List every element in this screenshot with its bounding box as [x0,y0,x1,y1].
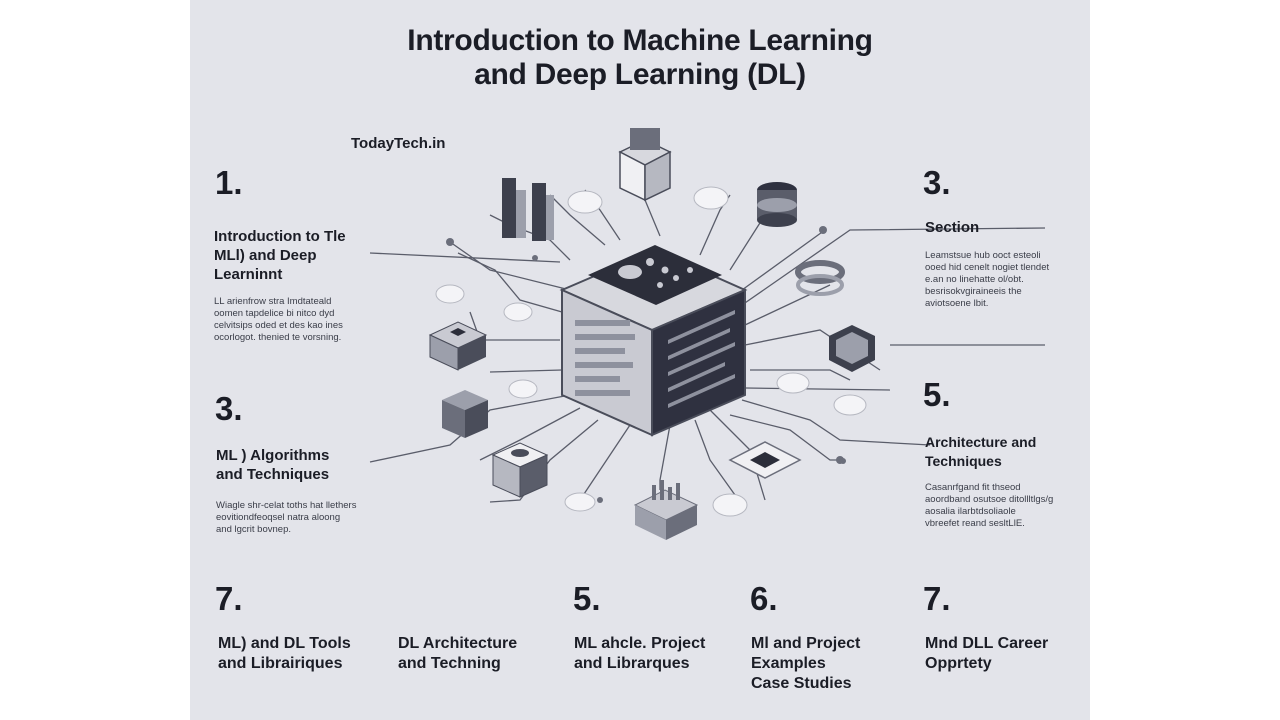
connector-line [369,252,561,263]
connector-line [694,419,736,496]
connector-line [729,414,840,461]
small-node-circles [435,186,867,517]
connector-line [489,214,571,261]
section-body: LL arienfrow stra Imdtateald oomen tapde… [214,296,343,343]
central-cube-icon [559,245,748,437]
section-number: 3. [215,390,243,427]
section-number: 6. [750,580,778,617]
section-heading: Architecture and Techniques [925,434,1037,469]
ml-dl-network-diagram [369,128,1046,540]
section-heading: Mnd DLL Career Opprtety [925,635,1049,672]
connector-dots [446,226,846,503]
chip-icon [728,441,802,479]
section-number: 5. [573,580,601,617]
section-heading: Introduction to Tle MLl) and Deep Learni… [214,228,346,283]
connector-line [741,399,931,446]
cube-stack-icon [618,128,672,202]
connector-line [549,194,606,246]
connector-line [745,387,891,391]
section-number: 7. [923,580,951,617]
connector-line [449,241,571,291]
small-cube-icon [442,390,488,438]
database-icon [757,182,797,227]
hexagon-icon [829,325,875,372]
connector-line [741,227,1046,306]
section-number: 1. [215,164,243,201]
ring-icon [795,260,845,296]
section-heading: ML) and DL Tools and Librairiques [218,635,351,672]
section-number: 5. [923,376,951,413]
box-icon [428,321,488,371]
brand-label: TodayTech.in [351,135,446,152]
section-body: Leamstsue hub ooct esteoli ooed hid cene… [925,250,1050,309]
pillar-icon [502,178,554,241]
connector-line [579,424,631,501]
section-heading: Section [925,219,980,236]
title-line-1: Introduction to Machine Learning [407,24,873,57]
section-heading: ML ) Algorithms and Techniques [216,447,330,483]
section-heading: Ml and Project Examples Case Studies [751,635,861,692]
connector-line [489,369,563,373]
infographic-canvas: Introduction to Machine Learning and Dee… [190,0,1090,720]
section-number: 7. [215,580,243,617]
section-body: Casanrfgand fit thseod aoordband osutsoe… [925,482,1054,529]
chart-block-icon [633,480,699,540]
connector-line [750,369,851,381]
title-line-2: and Deep Learning (DL) [474,58,806,91]
connector-line [457,252,563,313]
server-icon [491,442,549,498]
connector-line [741,229,826,291]
connector-line [479,407,581,461]
section-heading: ML ahcle. Project and Librarques [574,635,706,672]
section-heading: DL Architecture and Techning [398,635,518,672]
connector-line [744,284,831,326]
section-number: 3. [923,164,951,201]
page-title: Introduction to Machine Learning and Dee… [190,24,1090,92]
section-body: Wiagle shr-celat toths hat llethers eovi… [216,500,357,535]
